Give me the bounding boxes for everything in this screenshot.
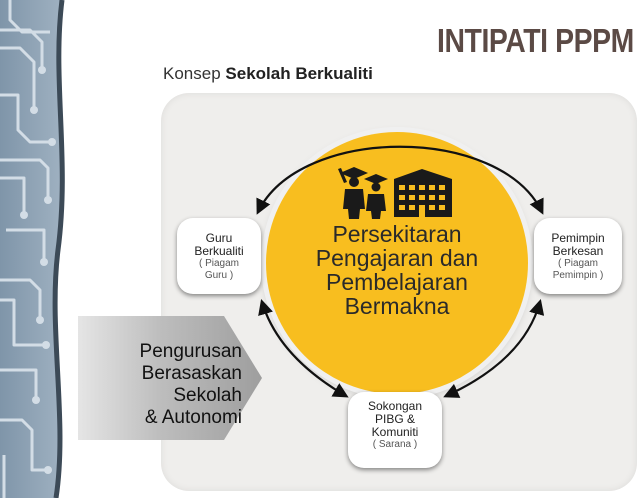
core-line: Bermakna <box>344 293 450 319</box>
core-label: Persekitaran Pengajaran dan Pembelajaran… <box>266 222 528 318</box>
node-title-line: Guru <box>205 231 233 245</box>
node-title-line: Berkesan <box>552 244 604 258</box>
subtitle: Konsep Sekolah Berkualiti <box>163 64 373 84</box>
node-sub-line: ( Piagam <box>198 258 239 269</box>
arrow-left <box>258 299 349 398</box>
node-title-line: Komuniti <box>371 425 419 439</box>
node-title-line: PIBG & <box>374 412 415 426</box>
arrow-top <box>256 145 544 215</box>
management-line: Pengurusan <box>139 341 242 362</box>
subtitle-emphasis: Sekolah Berkualiti <box>225 64 373 83</box>
graduates-and-school-building-icon <box>338 167 452 219</box>
management-line: Sekolah <box>173 385 242 406</box>
management-line: & Autonomi <box>144 407 242 428</box>
node-title-line: Berkualiti <box>194 244 244 258</box>
node-title-line: Sokongan <box>367 399 423 413</box>
node-sub-line: ( Piagam <box>557 258 598 269</box>
page-title: INTIPATI PPPM <box>437 22 634 59</box>
core-line: Pengajaran dan <box>315 245 479 271</box>
core-line: Persekitaran <box>332 221 462 247</box>
node-sub-line: ( Sarana ) <box>372 439 418 450</box>
node-sokongan-pibg-komuniti: Sokongan PIBG & Komuniti ( Sarana ) <box>348 392 442 468</box>
node-guru-berkualiti: Guru Berkualiti ( Piagam Guru ) <box>177 218 261 294</box>
node-sub-line: Guru ) <box>204 270 234 281</box>
node-title-line: Pemimpin <box>551 231 605 245</box>
node-sub-line: Pemimpin ) <box>552 270 604 281</box>
circuit-board-decoration <box>0 0 65 498</box>
management-line: Berasaskan <box>141 363 242 384</box>
core-line: Pembelajaran <box>326 269 468 295</box>
subtitle-prefix: Konsep <box>163 64 221 83</box>
arrow-right <box>443 299 545 398</box>
management-label: Pengurusan Berasaskan Sekolah & Autonomi <box>108 341 242 429</box>
node-pemimpin-berkesan: Pemimpin Berkesan ( Piagam Pemimpin ) <box>534 218 622 294</box>
